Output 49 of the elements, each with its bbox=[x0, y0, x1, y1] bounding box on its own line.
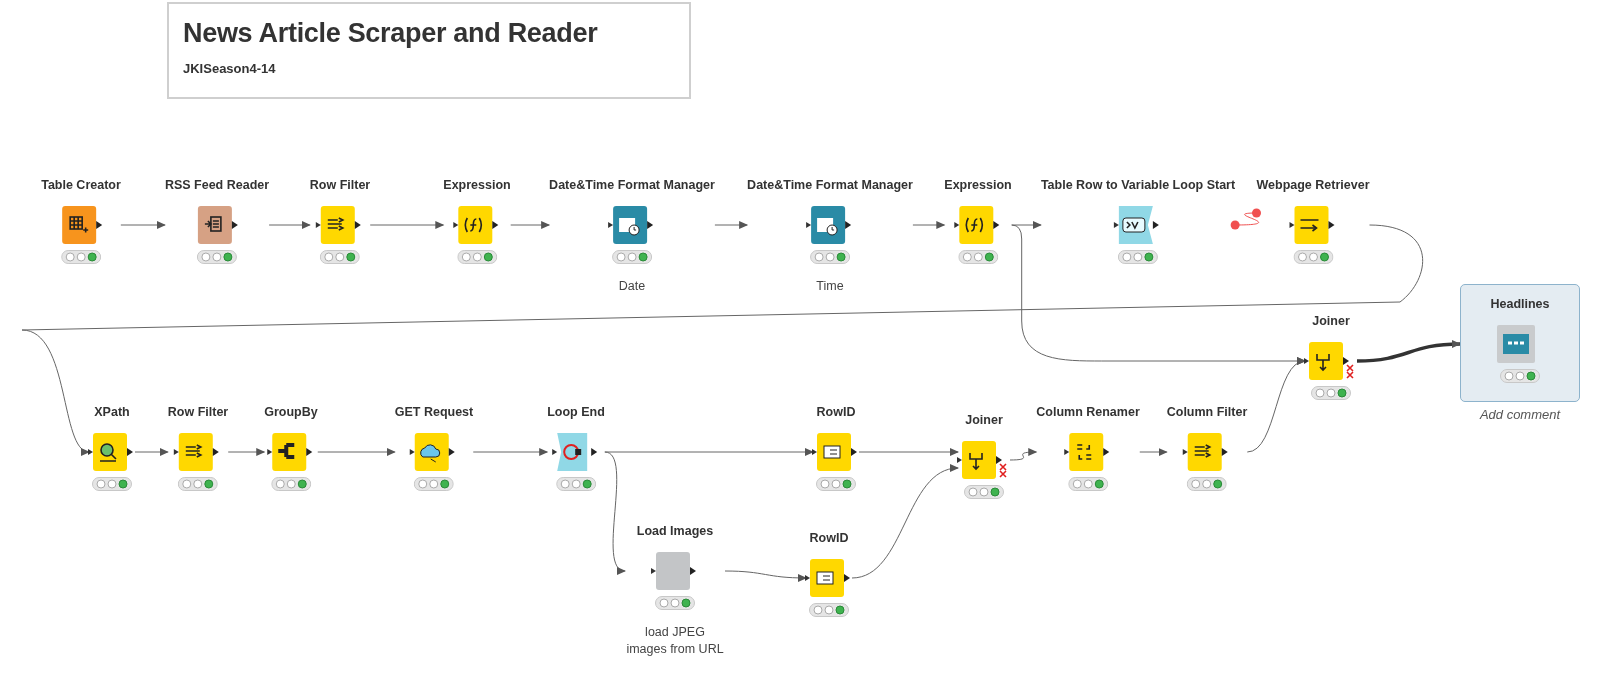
node-label: RowID bbox=[809, 530, 849, 547]
connector bbox=[1230, 208, 1261, 230]
node-label: RSS Feed Reader bbox=[164, 177, 270, 194]
connector bbox=[604, 451, 626, 572]
node-label: GET Request bbox=[394, 404, 474, 421]
node-label: Table Row to Variable Loop Start bbox=[1040, 177, 1236, 194]
component-box bbox=[1460, 284, 1580, 402]
connector bbox=[369, 221, 445, 229]
node-label: Webpage Retriever bbox=[1256, 177, 1370, 194]
node-label: Load Images bbox=[636, 523, 714, 540]
node-label: Column Filter bbox=[1166, 404, 1248, 421]
node-label: Joiner bbox=[965, 412, 1003, 429]
connector bbox=[227, 448, 266, 456]
node-label: Loop End bbox=[547, 404, 605, 421]
connector bbox=[510, 221, 551, 229]
connector bbox=[912, 221, 946, 229]
connector bbox=[1246, 359, 1306, 453]
connector bbox=[1139, 448, 1168, 456]
connector bbox=[858, 448, 959, 456]
node-label: XPath bbox=[94, 404, 130, 421]
node-comment: load JPEG images from URL bbox=[625, 624, 725, 658]
connector bbox=[724, 570, 807, 582]
connector bbox=[851, 465, 959, 579]
node-label: Expression bbox=[443, 177, 511, 194]
node-label: RowID bbox=[816, 404, 856, 421]
connector bbox=[714, 221, 749, 229]
node-label: Row Filter bbox=[167, 404, 229, 421]
node-label: Date&Time Format Manager bbox=[747, 177, 913, 194]
node-comment: Time bbox=[816, 278, 844, 295]
connector bbox=[1009, 448, 1038, 461]
node-label: Row Filter bbox=[309, 177, 371, 194]
connector bbox=[1356, 340, 1461, 363]
title: News Article Scraper and Reader bbox=[183, 18, 599, 49]
node-label: Expression bbox=[944, 177, 1012, 194]
node-label: Column Renamer bbox=[1036, 404, 1140, 421]
connector bbox=[21, 224, 1424, 453]
comment-field: Add comment bbox=[1460, 407, 1580, 422]
node-label: Joiner bbox=[1312, 313, 1350, 330]
connector bbox=[134, 448, 169, 456]
connector bbox=[268, 221, 311, 229]
node-comment: Date bbox=[618, 278, 646, 295]
component-title: Headlines bbox=[1490, 296, 1550, 313]
node-label: Table Creator bbox=[41, 177, 121, 194]
connector bbox=[317, 448, 396, 456]
node-label: Date&Time Format Manager bbox=[549, 177, 715, 194]
subtitle: JKISeason4-14 bbox=[183, 61, 277, 76]
connector bbox=[120, 221, 166, 229]
node-label: GroupBy bbox=[264, 404, 318, 421]
connector bbox=[472, 448, 549, 456]
